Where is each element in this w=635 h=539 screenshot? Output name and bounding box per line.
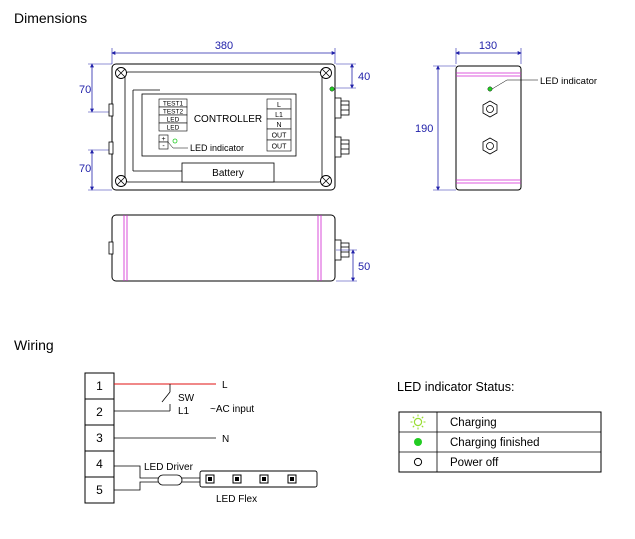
controller-label-test2: TEST2: [163, 109, 184, 116]
wire-label-l: L: [222, 380, 228, 391]
front-view: 50: [108, 214, 370, 282]
dim-left-top: 70: [79, 84, 91, 96]
dim-side-width: 130: [479, 40, 497, 52]
dim-left-bottom: 70: [79, 163, 91, 175]
side-view: 130 190 LED indicator: [415, 40, 597, 191]
dim-front-right: 50: [358, 261, 370, 273]
controller-title: CONTROLLER: [194, 114, 262, 125]
terminal-label-n: N: [276, 122, 281, 129]
controller-label-test1: TEST1: [163, 101, 184, 108]
controller-label-led-2: LED: [167, 125, 180, 132]
status-row-charging-finished: Charging finished: [450, 437, 540, 449]
terminal-5: 5: [96, 483, 103, 497]
filled-circle-icon: [414, 438, 422, 446]
wiring-heading: Wiring: [14, 337, 54, 353]
controller-label-plus: +: [161, 136, 165, 143]
terminal-label-out-2: OUT: [272, 144, 288, 151]
terminal-label-l1: L1: [275, 112, 283, 119]
dimensions-heading: Dimensions: [14, 10, 87, 26]
sun-icon: [410, 414, 426, 430]
top-view: 380 70 70 40: [79, 40, 370, 191]
wire-label-n: N: [222, 434, 229, 445]
led-status-table: LED indicator Status: Charging Charging …: [397, 380, 602, 473]
battery-label: Battery: [212, 168, 244, 179]
terminal-4: 4: [96, 457, 103, 471]
terminal-3: 3: [96, 431, 103, 445]
terminal-label-out-1: OUT: [272, 133, 288, 140]
led-flex-label: LED Flex: [216, 494, 257, 505]
terminal-1: 1: [96, 379, 103, 393]
controller-label-minus: -: [162, 143, 165, 150]
dim-side-height: 190: [415, 123, 433, 135]
controller-led-indicator-label: LED indicator: [190, 143, 244, 153]
side-led-indicator-label: LED indicator: [540, 76, 597, 87]
led-driver-label: LED Driver: [144, 462, 194, 473]
status-table-title: LED indicator Status:: [397, 380, 514, 394]
terminal-2: 2: [96, 405, 103, 419]
wire-label-ac-input: ~AC input: [210, 404, 254, 415]
dim-right-top: 40: [358, 71, 370, 83]
wire-label-sw: SW: [178, 393, 195, 404]
wire-label-l1: L1: [178, 406, 190, 417]
dim-width-top: 380: [215, 40, 233, 52]
terminal-label-l: L: [277, 102, 281, 109]
status-row-charging: Charging: [450, 417, 497, 429]
controller-label-led-1: LED: [167, 117, 180, 124]
wiring-diagram: 1 2 3 4 5 L SW L1 ~AC input N LED Driver: [84, 372, 318, 505]
empty-circle-icon: [413, 457, 423, 467]
status-row-power-off: Power off: [450, 457, 499, 469]
